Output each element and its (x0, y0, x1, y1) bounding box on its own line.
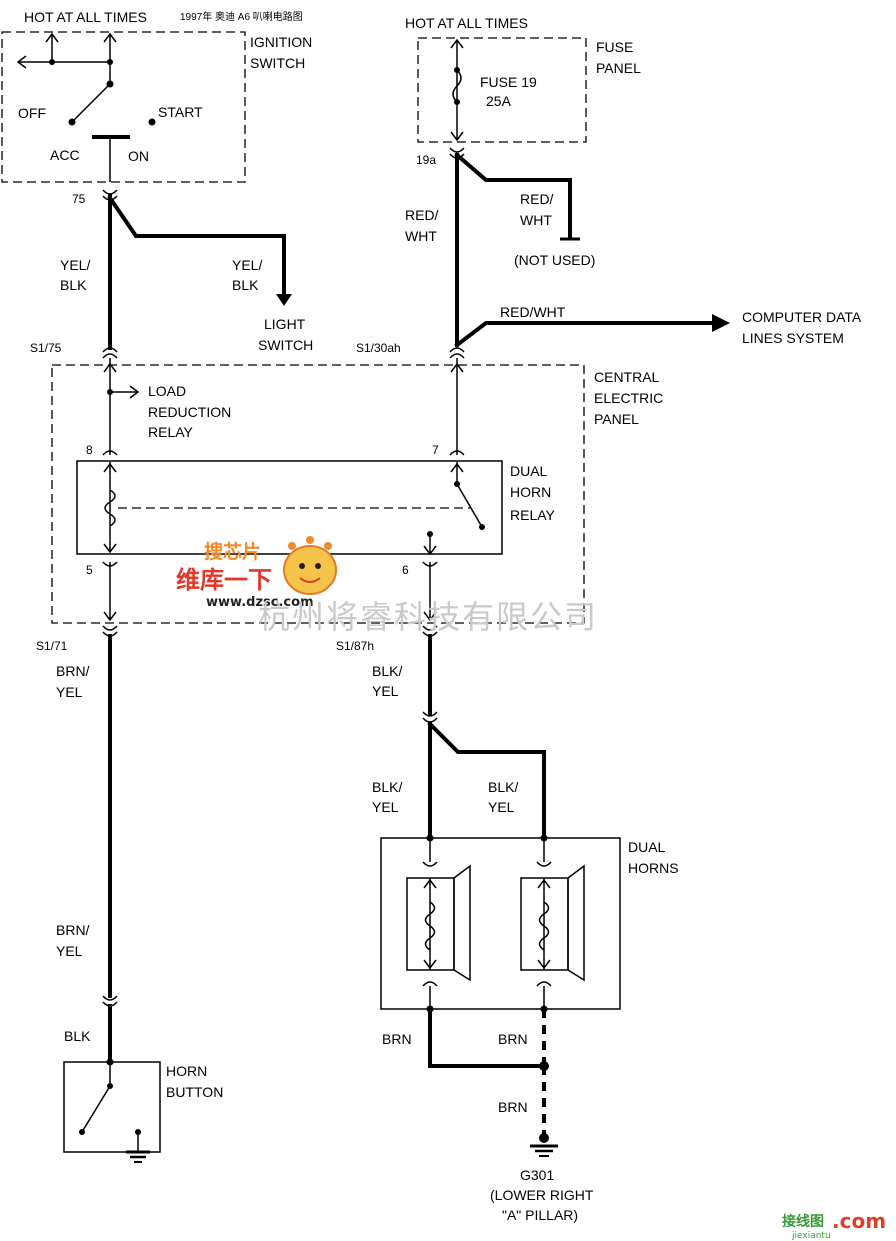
svg-text:YEL: YEL (56, 684, 83, 700)
light-switch-label: LIGHT (264, 316, 306, 332)
right-supply-label: HOT AT ALL TIMES (405, 15, 528, 31)
ignition-switch: IGNITION SWITCH OFF START ACC ON 75 (1, 31, 312, 206)
svg-text:YEL: YEL (488, 799, 515, 815)
horn-left-icon (406, 838, 471, 1013)
pin-7-label: 7 (432, 443, 439, 457)
svg-text:jiexiantu: jiexiantu (791, 1231, 831, 1241)
svg-text:BLK: BLK (64, 1028, 91, 1044)
fuse-19-label: FUSE 19 (480, 74, 537, 90)
svg-text:BRN/: BRN/ (56, 663, 90, 679)
wire-blk-yel-right (427, 721, 546, 840)
svg-text:BLK: BLK (232, 277, 259, 293)
off-position-label: OFF (18, 105, 46, 121)
svg-text:PANEL: PANEL (596, 60, 641, 76)
ground-g301: G301 (LOWER RIGHT "A" PILLAR) (490, 1133, 594, 1223)
svg-text:BRN: BRN (382, 1031, 412, 1047)
corner-watermark: 接线图 .com jiexiantu (782, 1209, 886, 1241)
dual-horn-relay: DUAL HORN RELAY (76, 460, 556, 556)
svg-text:YEL/: YEL/ (60, 257, 90, 273)
fuse-panel: FUSE PANEL FUSE 19 25A 19a (416, 37, 641, 167)
ignition-switch-label: IGNITION (250, 34, 312, 50)
company-watermark: 杭州将睿科技有限公司 (258, 598, 598, 636)
dual-horns-label: DUAL (628, 839, 666, 855)
dual-horns: DUAL HORNS (380, 834, 679, 1013)
dzsc-logo-top: 搜芯片 (204, 540, 261, 563)
svg-text:25A: 25A (486, 93, 512, 109)
svg-text:BRN/: BRN/ (56, 922, 90, 938)
svg-text:WHT: WHT (520, 212, 552, 228)
svg-text:BUTTON: BUTTON (166, 1084, 223, 1100)
svg-text:LINES SYSTEM: LINES SYSTEM (742, 330, 844, 346)
svg-text:BLK/: BLK/ (372, 663, 402, 679)
pin-s175-label: S1/75 (30, 341, 62, 355)
svg-text:RELAY: RELAY (510, 507, 556, 523)
svg-text:ELECTRIC: ELECTRIC (594, 390, 663, 406)
wire-yel-blk-light (107, 195, 286, 298)
svg-text:BRN: BRN (498, 1099, 528, 1115)
svg-text:HORN: HORN (510, 484, 551, 500)
svg-text:SWITCH: SWITCH (250, 55, 305, 71)
relay-coil-icon (104, 489, 116, 527)
svg-text:YEL: YEL (372, 799, 399, 815)
pin-s171-label: S1/71 (36, 639, 68, 653)
left-supply-label: HOT AT ALL TIMES (24, 9, 147, 25)
svg-text:SWITCH: SWITCH (258, 337, 313, 353)
svg-text:RED/: RED/ (520, 191, 554, 207)
computer-data-label: COMPUTER DATA (742, 309, 862, 325)
start-position-label: START (158, 104, 203, 120)
svg-text:.com: .com (832, 1209, 886, 1233)
svg-text:RELAY: RELAY (148, 424, 194, 440)
fuse-icon (452, 69, 462, 103)
pin-75-label: 75 (72, 192, 86, 206)
svg-text:PANEL: PANEL (594, 411, 639, 427)
load-reduction-relay-label: LOAD (148, 383, 186, 399)
svg-text:RED/WHT: RED/WHT (500, 304, 566, 320)
acc-position-label: ACC (50, 147, 80, 163)
pin-s130ah-label: S1/30ah (356, 341, 401, 355)
central-electric-panel: CENTRAL ELECTRIC PANEL S1/75 S1/30ah LOA… (30, 341, 663, 653)
dzsc-watermark-logo: 搜芯片 维库一下 www.dzsc.com (176, 536, 337, 610)
wire-red-wht-computer (454, 321, 714, 348)
dual-horn-relay-label: DUAL (510, 463, 548, 479)
pin-8-label: 8 (86, 443, 93, 457)
svg-text:BLK/: BLK/ (372, 779, 402, 795)
light-switch-arrow (276, 294, 292, 306)
diagram-title: 1997年 奥迪 A6 叭喇电路图 (180, 10, 303, 23)
wire-red-wht-not-used (454, 152, 572, 240)
svg-text:"A" PILLAR): "A" PILLAR) (502, 1207, 578, 1223)
pin-s187h-label: S1/87h (336, 639, 374, 653)
horn-button-label: HORN (166, 1063, 207, 1079)
ground-id-label: G301 (520, 1167, 554, 1183)
wire-brn-left (428, 1007, 546, 1068)
dzsc-logo-text: 维库一下 (176, 566, 272, 594)
pin-6-label: 6 (402, 563, 409, 577)
svg-text:YEL/: YEL/ (232, 257, 262, 273)
fuse-panel-label: FUSE (596, 39, 633, 55)
horn-right-icon (520, 838, 585, 1013)
svg-text:HORNS: HORNS (628, 860, 679, 876)
svg-text:BRN: BRN (498, 1031, 528, 1047)
pin-5-label: 5 (86, 563, 93, 577)
dzsc-logo-url: www.dzsc.com (206, 595, 314, 610)
svg-text:YEL: YEL (372, 683, 399, 699)
pin-19a-label: 19a (416, 153, 436, 167)
svg-text:接线图: 接线图 (782, 1213, 824, 1230)
computer-data-arrow (712, 314, 730, 332)
not-used-label: (NOT USED) (514, 252, 595, 268)
svg-text:REDUCTION: REDUCTION (148, 404, 231, 420)
svg-text:BLK: BLK (60, 277, 87, 293)
central-panel-label: CENTRAL (594, 369, 660, 385)
svg-text:YEL: YEL (56, 943, 83, 959)
svg-text:RED/: RED/ (405, 207, 439, 223)
svg-text:BLK/: BLK/ (488, 779, 518, 795)
ground-location-label: (LOWER RIGHT (490, 1187, 594, 1203)
horn-button: HORN BUTTON (63, 1058, 223, 1163)
on-position-label: ON (128, 148, 149, 164)
svg-text:WHT: WHT (405, 228, 437, 244)
